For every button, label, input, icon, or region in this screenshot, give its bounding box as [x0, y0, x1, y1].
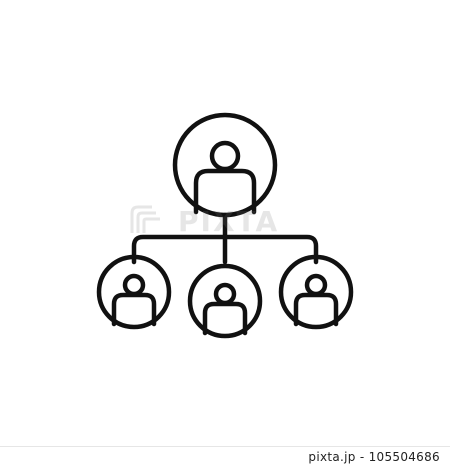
- footer-credit: pixta.jp - 105504686: [308, 450, 440, 468]
- top-person-icon: [172, 112, 278, 218]
- footer-separator: -: [359, 450, 365, 464]
- footer-image-number: 105504686: [368, 450, 440, 464]
- footer-divider: [0, 446, 450, 447]
- footer-brand: pixta.jp: [308, 450, 356, 464]
- left-person-icon: [96, 254, 172, 330]
- connector-lines: [131, 212, 319, 265]
- middle-person-icon: [187, 263, 263, 339]
- right-person-icon: [278, 254, 354, 330]
